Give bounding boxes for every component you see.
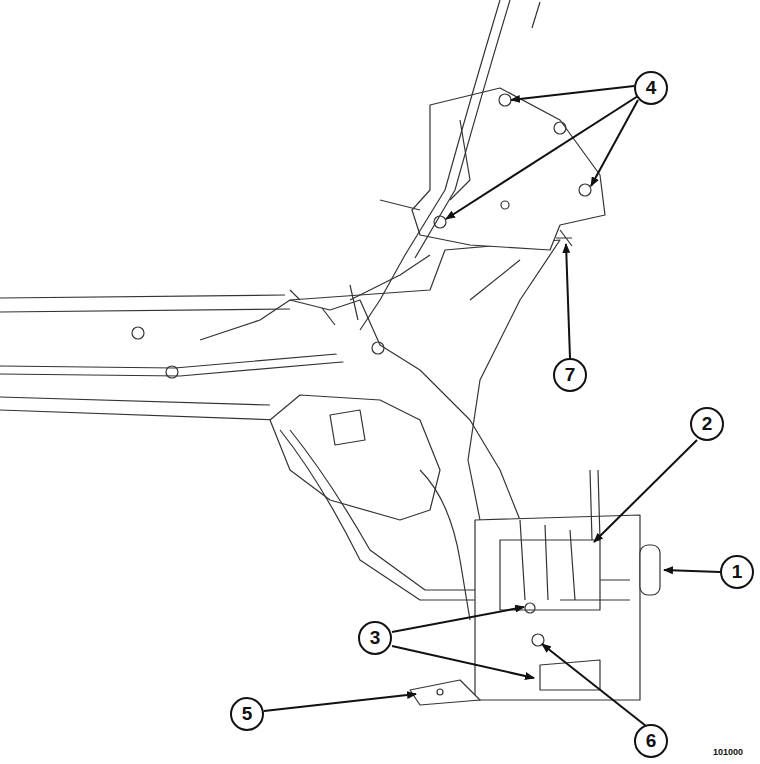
callout-number: 3 (358, 621, 392, 655)
figure-number: 101000 (713, 747, 743, 757)
callout-number: 4 (634, 71, 668, 105)
callout-number: 6 (634, 724, 668, 758)
callout-number: 7 (553, 358, 587, 392)
callout-number: 2 (690, 407, 724, 441)
callout-number: 1 (720, 555, 754, 589)
callout-number: 5 (230, 697, 264, 731)
